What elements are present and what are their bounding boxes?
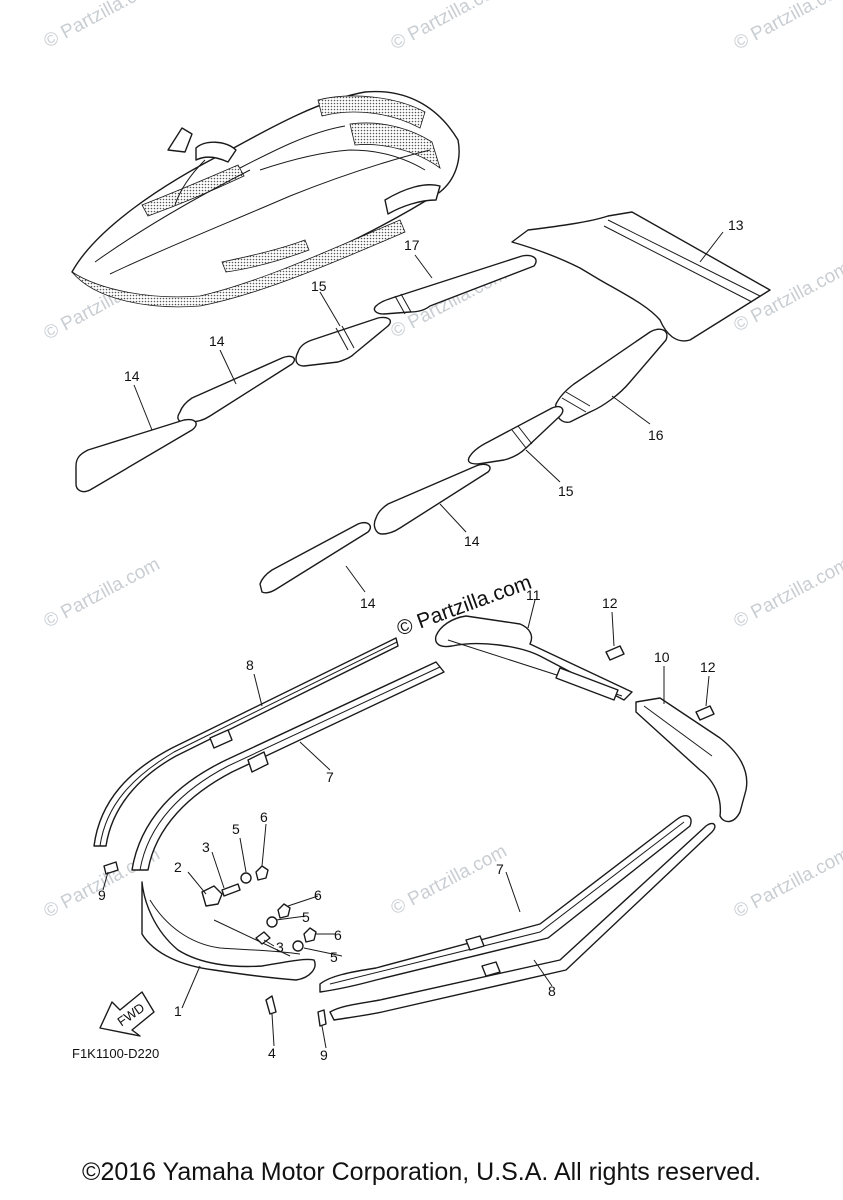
callout-9-left: 9 [98,887,106,903]
rivet-9-left [103,861,119,875]
mat-13 [511,211,771,342]
callout-5-mid-b: 5 [330,949,338,965]
callout-7-right: 7 [496,861,504,877]
callout-9-right: 9 [320,1047,328,1063]
callout-6-mid-a: 6 [314,887,322,903]
bumper-rails [93,615,748,1021]
screw-4 [265,995,277,1015]
callout-8-left: 8 [246,657,254,673]
callout-6-mid-b: 6 [334,927,342,943]
clip-2 [201,885,223,907]
svg-text:© Partzilla.com: © Partzilla.com [40,554,163,633]
callout-3-top: 3 [202,839,210,855]
rivet-12-top [605,645,625,661]
callout-8-right: 8 [548,983,556,999]
callout-2: 2 [174,859,182,875]
callout-14-b: 14 [124,368,140,384]
mat-14-lower-right [373,463,491,535]
mat-16 [554,328,668,423]
washer-5-mid-b [292,940,304,952]
copyright-notice: ©2016 Yamaha Motor Corporation, U.S.A. A… [82,1158,761,1186]
svg-text:© Partzilla.com: © Partzilla.com [387,0,510,54]
callout-16: 16 [648,427,664,443]
callout-7-left: 7 [326,769,334,785]
callout-11: 11 [526,587,541,603]
washer-5-top [240,872,252,884]
fasteners [103,645,715,1027]
svg-text:© Partzilla.com: © Partzilla.com [730,554,843,633]
screw-3-mid [255,931,271,945]
callout-14-c: 14 [464,533,480,549]
callout-5-mid-a: 5 [302,909,310,925]
callout-17: 17 [404,237,420,253]
svg-text:© Partzilla.com: © Partzilla.com [387,841,510,920]
watercraft-illustration [71,90,460,308]
mat-14-upper-right [177,355,296,423]
callout-14-a: 14 [209,333,225,349]
leader-lines [102,231,724,1049]
callout-12-top: 12 [602,595,618,611]
fwd-arrow-icon: FWD [99,991,155,1037]
svg-text:© Partzilla.com: © Partzilla.com [730,0,843,54]
screw-3-top [221,883,241,897]
callout-6-top: 6 [260,809,268,825]
callout-10: 10 [654,649,670,665]
callout-14-d: 14 [360,595,376,611]
callout-15-top: 15 [311,278,327,294]
mat-17 [373,254,537,315]
rail-8-left [93,637,399,847]
diagram-code: F1K1100-D220 [72,1046,159,1061]
rail-11 [434,615,633,701]
nut-6-top [255,865,269,881]
washer-5-mid-a [266,916,278,928]
callout-4: 4 [268,1045,276,1061]
svg-text:© Partzilla.com: © Partzilla.com [40,0,163,52]
nut-6-mid-a [277,903,291,919]
bow-guard-1 [141,881,316,981]
callout-labels: 13 17 15 14 14 16 15 14 14 11 12 10 12 8… [98,217,744,1063]
rail-10 [635,697,748,823]
callout-15-lower: 15 [558,483,574,499]
callout-5-top: 5 [232,821,240,837]
mat-14-upper-left [75,418,197,493]
rivet-9-right [317,1009,327,1027]
deck-mats [75,211,771,594]
mat-14-lower-left [259,522,372,594]
rail-8-right [329,822,716,1021]
callout-3-mid: 3 [276,939,284,955]
callout-12-right: 12 [700,659,716,675]
svg-text:© Partzilla.com: © Partzilla.com [730,844,843,923]
callout-13: 13 [728,217,744,233]
nut-6-mid-b [303,927,317,943]
callout-1: 1 [174,1003,182,1019]
rail-7-right [319,815,692,993]
rivet-12-right [695,705,715,721]
